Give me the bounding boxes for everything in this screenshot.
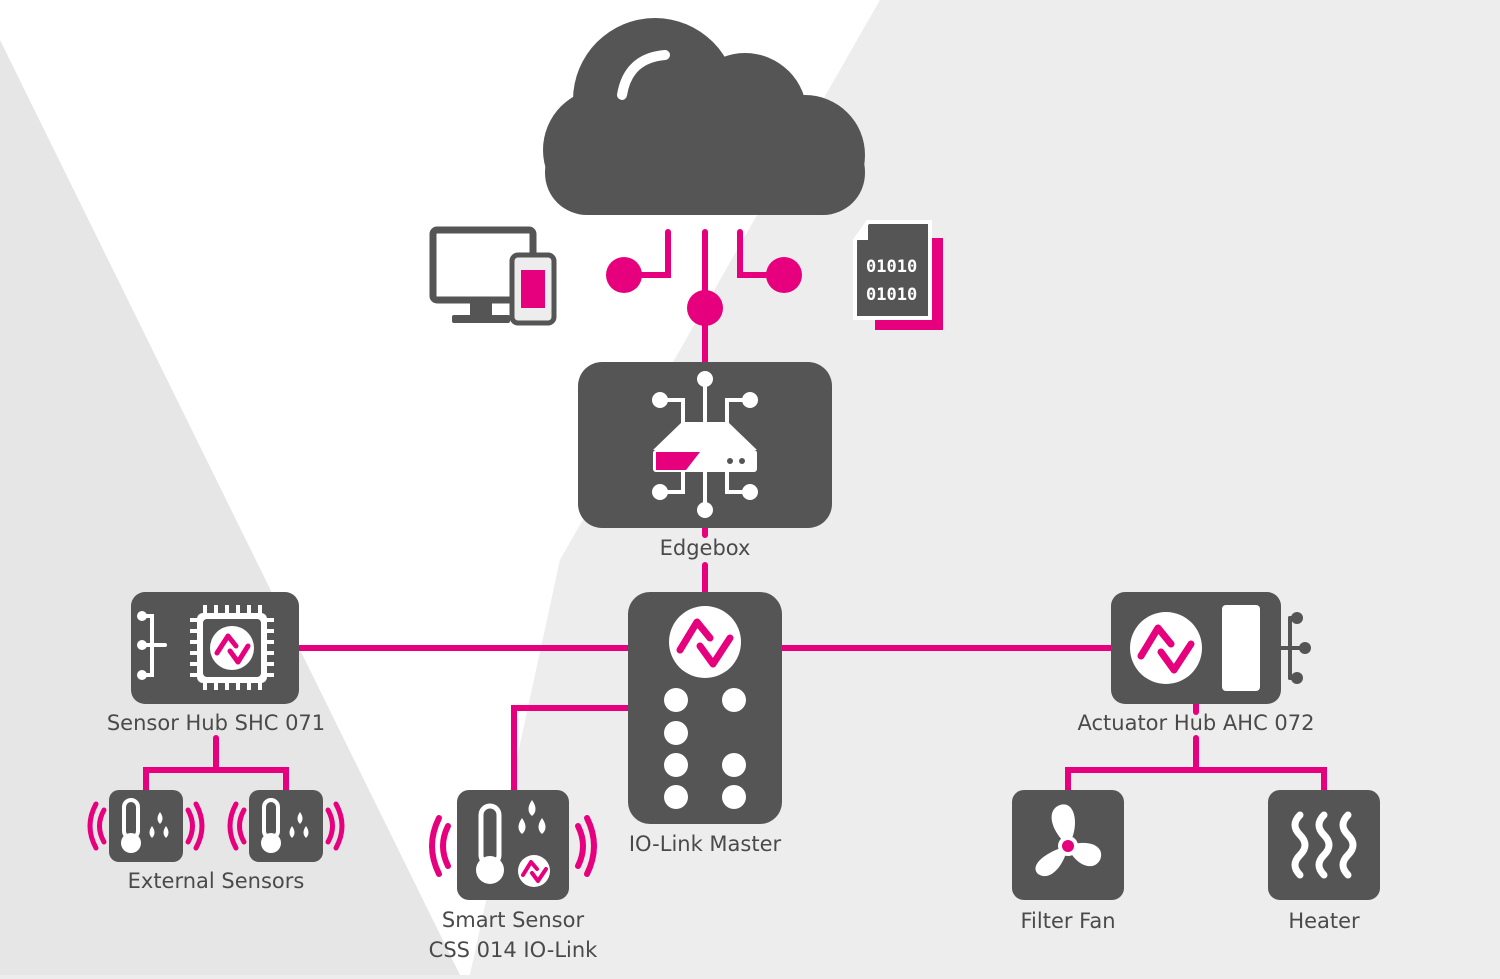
external-sensor-left[interactable] [87, 790, 205, 862]
smart-sensor-node[interactable] [429, 790, 597, 900]
actuator-hub-node[interactable] [1111, 592, 1311, 704]
signal-waves-icon [429, 815, 597, 877]
actuator-hub-label: Actuator Hub AHC 072 [1077, 711, 1315, 735]
fan-icon [1035, 804, 1102, 877]
connection-lines [143, 229, 1327, 795]
router-icon [652, 371, 758, 518]
display-panel [1222, 605, 1260, 691]
io-link-master-label: IO-Link Master [628, 832, 782, 856]
heater-node[interactable] [1268, 790, 1380, 900]
sensor-hub-label: Sensor Hub SHC 071 [106, 711, 326, 735]
heater-label: Heater [1288, 909, 1360, 933]
sensor-hub-ext-link-left [143, 735, 219, 795]
signal-waves-icon [227, 801, 345, 851]
binary-file-icon: 01010 01010 [853, 220, 943, 330]
io-link-logo-icon [669, 606, 741, 678]
edgebox-node[interactable] [578, 362, 832, 528]
smart-sensor-label-line2: CSS 014 IO-Link [428, 938, 598, 962]
io-link-master-node[interactable] [628, 592, 782, 824]
binary-line-2: 01010 [866, 285, 917, 305]
external-sensor-right[interactable] [227, 790, 345, 862]
connection-dots [606, 257, 802, 326]
binary-line-1: 01010 [866, 257, 917, 277]
edgebox-label: Edgebox [659, 536, 751, 560]
filter-fan-label: Filter Fan [1020, 909, 1116, 933]
port-dots [664, 688, 746, 809]
actuator-fan-link [1065, 735, 1199, 795]
filter-fan-node[interactable] [1012, 790, 1124, 900]
sensor-hub-node[interactable] [131, 592, 299, 704]
sensor-hub-ext-link-right [213, 767, 289, 795]
external-sensors-label: External Sensors [127, 869, 305, 893]
smart-sensor-label-line1: Smart Sensor [441, 908, 585, 932]
thermometer-humidity-icon [476, 800, 550, 887]
thermometer-humidity-icon [261, 798, 309, 853]
computer-and-phone-icon [429, 226, 557, 326]
actuator-heater-link [1193, 767, 1327, 795]
signal-waves-icon [87, 801, 205, 851]
heat-waves-icon [1291, 811, 1357, 879]
thermometer-humidity-icon [121, 798, 169, 853]
io-link-logo-icon [1130, 612, 1202, 684]
cloud-icon [543, 18, 865, 215]
chip-icon [190, 605, 274, 690]
master-smart-sensor-link [511, 705, 631, 795]
